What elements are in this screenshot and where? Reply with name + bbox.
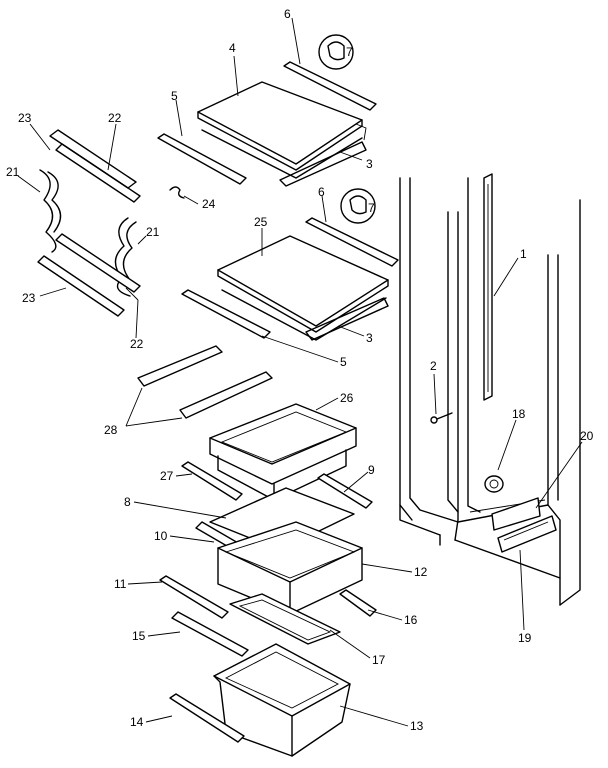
- part-13-bin: [213, 643, 351, 757]
- part-2-screw: [430, 412, 453, 424]
- callout-13: 13: [410, 719, 424, 733]
- part-4-top-shelf: [197, 81, 367, 187]
- callout-3-lower: 3: [366, 331, 373, 345]
- callout-27: 27: [160, 469, 174, 483]
- callout-17: 17: [372, 653, 386, 667]
- callout-18: 18: [512, 407, 526, 421]
- callout-21-right: 21: [146, 225, 160, 239]
- callout-3-upper: 3: [366, 157, 373, 171]
- part-19-cover: [497, 515, 557, 553]
- part-21-right-bracket: [114, 217, 137, 297]
- callout-2: 2: [430, 359, 437, 373]
- part-11-rail: [159, 575, 229, 619]
- leader-lines: [17, 17, 583, 727]
- part-12-pan: [217, 521, 363, 615]
- part-22-lower-rail: [55, 233, 141, 301]
- callout-9: 9: [368, 463, 375, 477]
- callout-6-lower: 6: [318, 185, 325, 199]
- part-7-upper-clip: [318, 34, 354, 70]
- callout-5-upper: 5: [171, 89, 178, 103]
- callout-11: 11: [114, 577, 127, 591]
- callout-10: 10: [154, 529, 168, 543]
- callout-24: 24: [202, 197, 216, 211]
- callout-8: 8: [124, 495, 131, 509]
- part-6-upper-rail: [283, 61, 377, 111]
- part-14-rail: [169, 693, 245, 743]
- part-18-knob: [484, 475, 504, 493]
- part-5-upper-left-rail: [157, 133, 247, 185]
- callout-7-lower: 7: [368, 201, 375, 215]
- callout-15: 15: [132, 629, 146, 643]
- callout-12: 12: [414, 565, 428, 579]
- part-20-bracket: [491, 497, 541, 531]
- part-16-rail: [339, 589, 377, 617]
- part-17-tray: [229, 593, 341, 645]
- callout-6-upper: 6: [284, 7, 291, 21]
- part-23-lower-strip: [37, 255, 125, 317]
- callout-23-lower: 23: [22, 291, 36, 305]
- part-27-rail: [181, 461, 243, 501]
- callout-23-upper: 23: [18, 111, 32, 125]
- callout-7-upper: 7: [346, 45, 353, 59]
- callout-28: 28: [104, 423, 118, 437]
- part-5-lower-left-rail: [181, 289, 271, 339]
- callout-21-left: 21: [6, 165, 20, 179]
- part-22-upper-rail: [49, 129, 141, 203]
- callout-14: 14: [130, 715, 144, 729]
- part-7-lower-clip: [340, 188, 376, 224]
- callout-22-lower: 22: [130, 337, 144, 351]
- callout-1: 1: [520, 247, 527, 261]
- cabinet-liner: [399, 177, 581, 606]
- part-21-left-bracket: [39, 169, 62, 253]
- callout-5-lower: 5: [340, 355, 347, 369]
- callout-4: 4: [229, 41, 236, 55]
- callout-19: 19: [518, 631, 532, 645]
- part-15-rail: [171, 611, 249, 657]
- callout-25: 25: [254, 215, 268, 229]
- callout-26: 26: [340, 391, 354, 405]
- part-25-middle-shelf: [217, 235, 389, 341]
- callout-16: 16: [404, 613, 418, 627]
- part-1-shelf-rail: [483, 173, 493, 401]
- callout-20: 20: [580, 429, 594, 443]
- callout-22-upper: 22: [108, 111, 122, 125]
- callout-labels: 1 2 3 3 4 5 5 6 6 7 7 8 9 10 11 12 13 14…: [6, 7, 594, 733]
- part-6-lower-rail: [305, 217, 399, 267]
- part-24-clip: [169, 186, 185, 199]
- part-28-rails: [137, 345, 273, 419]
